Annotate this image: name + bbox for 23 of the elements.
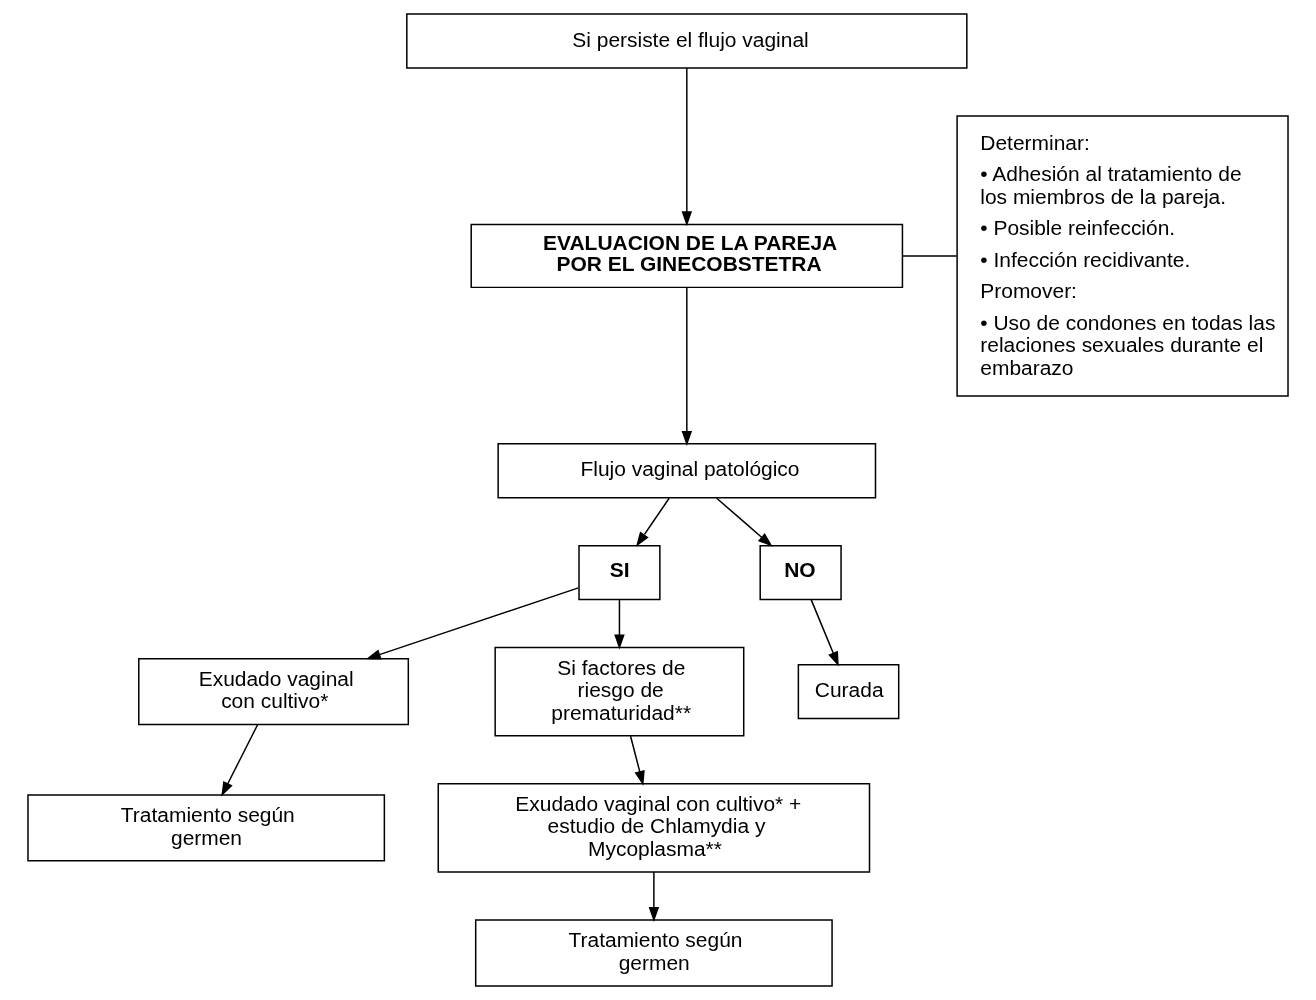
node-box: Determinar: • Adhesión al tratamiento de los miembros de la pareja. • Posible reinfección. • Infección recidivante. Promover: • Uso de condones en todas las relaciones sexuales durante el embarazo [956,115,1289,397]
node-box: Tratamiento según germen [474,919,833,987]
arrow [810,599,839,667]
arrow [365,587,580,660]
node-box: Curada [797,663,900,720]
connector [901,255,958,257]
node-box: Si persiste el flujo vaginal [406,13,968,69]
node-box: SI [578,544,661,601]
arrow [614,599,625,650]
arrow [681,287,693,446]
node-box: Exudado vaginal con cultivo* + estudio de Chlamydia y Mycoplasma** [437,783,871,873]
node-box: Si factores de riesgo de prematuridad** [494,646,745,737]
arrow [629,735,645,786]
arrow [636,497,670,547]
arrow [716,497,773,547]
node-box: Flujo vaginal patológico [497,443,877,499]
node-box: Tratamiento según germen [27,794,386,862]
arrow [648,871,660,923]
arrow [681,67,693,227]
node-box: NO [759,544,842,601]
node-box: EVALUACION DE LA PAREJA POR EL GINECOBSTETRA [470,223,904,289]
node-box: Exudado vaginal con cultivo* [138,657,410,726]
arrow [221,724,259,797]
